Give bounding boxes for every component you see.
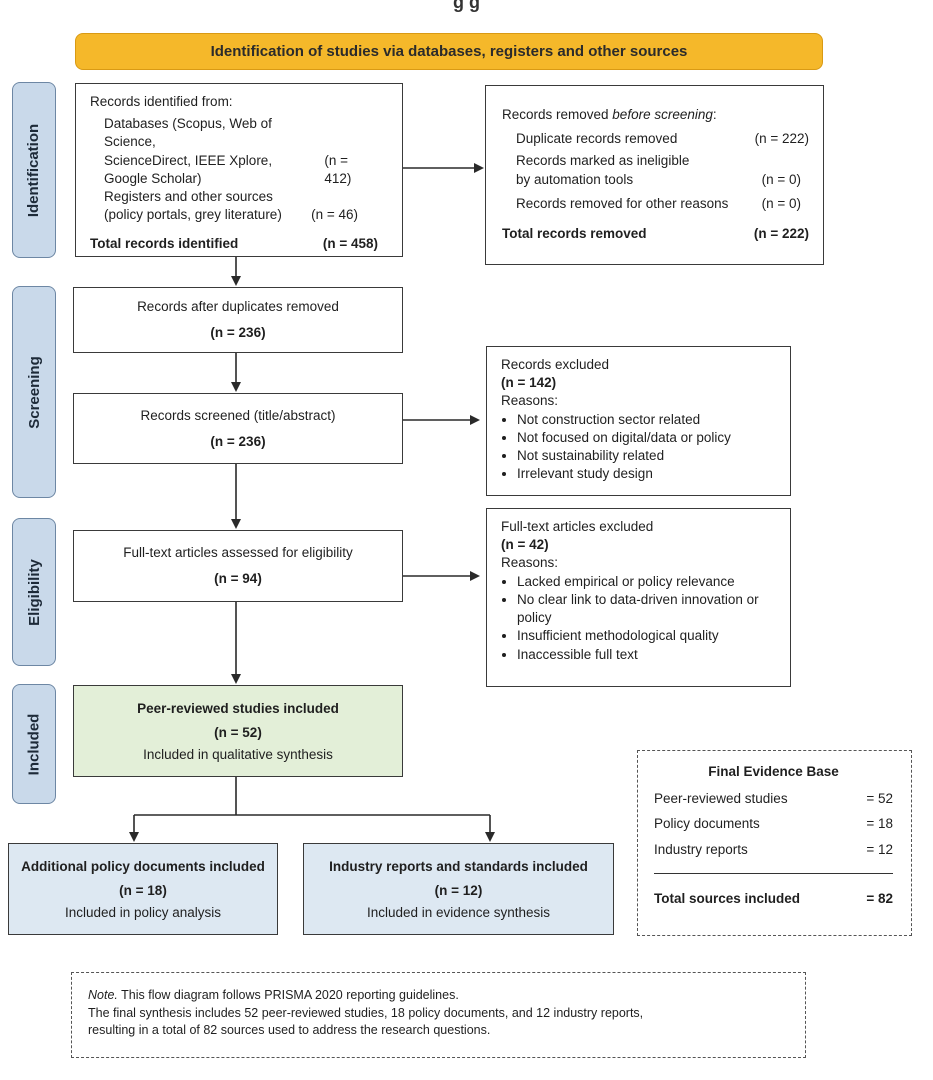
records-identified-intro: Records identified from: — [90, 94, 233, 109]
included-studies-n: (n = 52) — [214, 725, 262, 741]
list-item: Inaccessible full text — [517, 646, 777, 664]
after-duplicates-label: Records after duplicates removed — [137, 299, 339, 314]
removed-intro: Records removed before screening: — [502, 106, 809, 124]
identification-banner: Identification of studies via databases,… — [75, 33, 823, 70]
note-line-1: Note. This flow diagram follows PRISMA 2… — [88, 987, 791, 1005]
evidence-row-value: = 12 — [866, 841, 893, 857]
list-item: No clear link to data-driven innovation … — [517, 591, 777, 627]
fulltext-excluded-box: Full-text articles excluded (n = 42) Rea… — [486, 508, 791, 687]
ineligible-line-1: Records marked as ineligible — [516, 153, 690, 169]
industry-reports-n: (n = 12) — [434, 883, 483, 899]
note-label: Note. — [88, 988, 118, 1002]
note-line-1-text: This flow diagram follows PRISMA 2020 re… — [117, 988, 459, 1002]
industry-reports-label: Industry reports and standards included — [329, 859, 588, 874]
total-removed-label: Total records removed — [502, 226, 647, 242]
records-screened-label: Records screened (title/abstract) — [140, 408, 336, 423]
list-item: Not construction sector related — [517, 411, 778, 429]
records-screened-n: (n = 236) — [210, 434, 266, 450]
cut-heading: g g — [453, 0, 480, 12]
list-item: Irrelevant study design — [517, 465, 778, 483]
note-line-3: resulting in a total of 82 sources used … — [88, 1023, 491, 1037]
phase-identification: Identification — [12, 82, 56, 258]
included-studies-label: Peer-reviewed studies included — [137, 701, 339, 716]
total-identified-label: Total records identified — [90, 235, 239, 251]
records-excluded-box: Records excluded (n = 142) Reasons: Not … — [486, 346, 791, 496]
policy-documents-n: (n = 18) — [119, 883, 167, 899]
ineligible-n: (n = 0) — [761, 171, 801, 187]
phase-eligibility: Eligibility — [12, 518, 56, 666]
databases-line-3: Google Scholar) — [104, 170, 202, 186]
registers-line-1: Registers and other sources — [104, 189, 273, 205]
registers-n: (n = 46) — [311, 207, 358, 223]
evidence-row-label: Policy documents — [654, 816, 760, 832]
evidence-row-label: Industry reports — [654, 841, 748, 857]
policy-documents-note: Included in policy analysis — [64, 905, 222, 921]
phase-screening: Screening — [12, 286, 56, 498]
records-screened-box: Records screened (title/abstract) (n = 2… — [73, 393, 403, 464]
records-excluded-label: Records excluded — [501, 357, 610, 372]
total-identified-n: (n = 458) — [322, 235, 378, 251]
evidence-divider — [654, 872, 893, 874]
ineligible-line-2: by automation tools — [516, 171, 634, 187]
removed-intro-suffix: : — [712, 107, 717, 122]
evidence-total-label: Total sources included — [654, 890, 801, 906]
note-line-2: The final synthesis includes 52 peer-rev… — [88, 1005, 644, 1020]
databases-line-2: ScienceDirect, IEEE Xplore, — [104, 152, 273, 168]
phase-included: Included — [12, 684, 56, 804]
final-evidence-box: Final Evidence Base Peer-reviewed studie… — [637, 750, 912, 936]
policy-documents-box: Additional policy documents included (n … — [8, 843, 278, 935]
other-removed-label: Records removed for other reasons — [516, 195, 729, 211]
fulltext-assessed-box: Full-text articles assessed for eligibil… — [73, 530, 403, 602]
fulltext-excluded-label: Full-text articles excluded — [501, 519, 654, 534]
fulltext-excluded-n: (n = 42) — [501, 537, 549, 553]
removed-intro-prefix: Records removed — [502, 107, 613, 122]
total-removed-n: (n = 222) — [753, 226, 809, 242]
duplicates-n: (n = 222) — [754, 131, 809, 147]
policy-documents-label: Additional policy documents included — [21, 859, 265, 874]
list-item: Insufficient methodological quality — [517, 627, 777, 645]
fulltext-excluded-reasons: Lacked empirical or policy relevance No … — [501, 573, 777, 664]
databases-line-1: Databases (Scopus, Web of Science, — [104, 116, 272, 150]
evidence-row-label: Peer-reviewed studies — [654, 791, 788, 807]
records-removed-box: Records removed before screening: Duplic… — [485, 85, 824, 265]
industry-reports-box: Industry reports and standards included … — [303, 843, 614, 935]
industry-reports-note: Included in evidence synthesis — [366, 905, 551, 921]
included-studies-note: Included in qualitative synthesis — [143, 747, 333, 763]
records-identified-box: Records identified from: Databases (Scop… — [75, 83, 403, 257]
removed-intro-em: before screening — [612, 107, 713, 122]
records-excluded-reasons: Not construction sector related Not focu… — [501, 411, 778, 484]
included-studies-box: Peer-reviewed studies included (n = 52) … — [73, 685, 403, 777]
evidence-total-value: = 82 — [866, 890, 893, 906]
after-duplicates-box: Records after duplicates removed (n = 23… — [73, 287, 403, 353]
fulltext-assessed-label: Full-text articles assessed for eligibil… — [123, 545, 353, 560]
list-item: Lacked empirical or policy relevance — [517, 573, 777, 591]
list-item: Not sustainability related — [517, 447, 778, 465]
databases-n: (n = 412) — [324, 152, 352, 186]
note-box: Note. This flow diagram follows PRISMA 2… — [71, 972, 806, 1058]
fulltext-assessed-n: (n = 94) — [214, 571, 262, 587]
registers-line-2: (policy portals, grey literature) — [104, 207, 282, 223]
evidence-row-value: = 18 — [866, 816, 893, 832]
records-excluded-n: (n = 142) — [501, 375, 557, 391]
other-removed-n: (n = 0) — [761, 195, 801, 211]
duplicates-label: Duplicate records removed — [516, 131, 678, 147]
evidence-row-value: = 52 — [866, 791, 893, 807]
records-excluded-reasons-label: Reasons: — [501, 393, 559, 409]
list-item: Not focused on digital/data or policy — [517, 429, 778, 447]
after-duplicates-n: (n = 236) — [210, 325, 266, 341]
fulltext-excluded-reasons-label: Reasons: — [501, 555, 559, 571]
banner-text: Identification of studies via databases,… — [210, 43, 688, 60]
final-evidence-title: Final Evidence Base — [708, 764, 839, 779]
